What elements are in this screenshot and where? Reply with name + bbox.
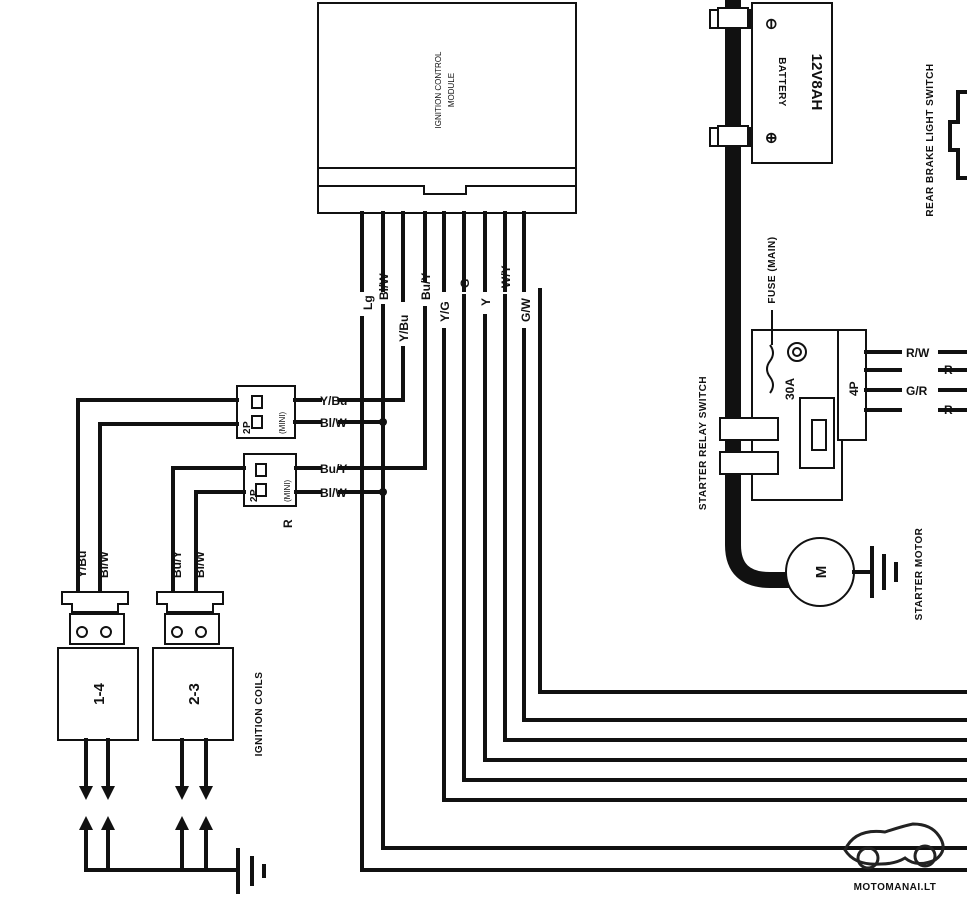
connector-a-wire: Y/Bu (320, 394, 347, 408)
coil2-wire-label: Bu/Y (170, 551, 184, 578)
icm-wire-label: G/W (519, 297, 533, 322)
fuse-label: FUSE (MAIN) (767, 236, 778, 303)
connector-a-pins: 2P (242, 421, 253, 434)
relay-label: STARTER RELAY SWITCH (698, 376, 709, 510)
icm-wire-stubs (360, 211, 526, 302)
connector-a-type: (MINI) (278, 411, 287, 434)
fuse-rating: 30A (783, 378, 797, 400)
battery-pos-terminal: ⊕ (763, 132, 780, 145)
connector-b-wire: Bu/Y (320, 462, 347, 476)
coil1-wire-label: Y/Bu (75, 551, 89, 578)
relay-wire-label: G/R (906, 384, 928, 398)
relay-connector: 4P (847, 381, 861, 396)
relay-wire-label: R (944, 403, 953, 417)
battery-cable (725, 0, 790, 588)
icm-harness-wires (360, 288, 967, 872)
icm-wire-label: G (458, 279, 472, 288)
icm-wire-labels: Lg Bl/W Y/Bu Bu/Y Y/G G Y W/Y G/W (361, 265, 533, 342)
connector-a-wire: Bl/W (320, 416, 347, 430)
battery-neg-terminal: ⊖ (763, 18, 780, 31)
icm-wire-label: Y (479, 298, 493, 306)
icm-wire-label: Bl/W (377, 273, 391, 300)
connector-b-pins: 2P (249, 489, 260, 502)
connector-b-tag: R (281, 519, 295, 528)
battery-rating: 12V8AH (808, 54, 825, 111)
coil2-wire-label: Bl/W (193, 551, 207, 578)
connector-b-type: (MINI) (283, 479, 292, 502)
starter-relay-switch: 30A 4P R/W R G/R R STARTER RELAY SWITCH (698, 329, 967, 510)
watermark-logo: MOTOMANAI.LT (843, 822, 945, 893)
spark-plug-ground (79, 816, 266, 894)
battery-label: BATTERY (776, 57, 787, 107)
icm-label-line1: IGNITION CONTROL (434, 51, 443, 128)
coil1-name: 1-4 (91, 683, 108, 705)
brake-switch-label: REAR BRAKE LIGHT SWITCH (925, 63, 936, 216)
icm-label-line2: MODULE (447, 73, 456, 107)
connector-b: 2P (MINI) Bu/Y Bl/W R (243, 453, 347, 528)
icm-to-connector-wires (338, 306, 427, 496)
relay-wire-label: R/W (906, 346, 930, 360)
rear-brake-light-switch: REAR BRAKE LIGHT SWITCH (925, 63, 967, 217)
connector-b-wire: Bl/W (320, 486, 347, 500)
starter-motor: M STARTER MOTOR (785, 527, 925, 620)
icm-wire-label: W/Y (499, 265, 513, 288)
motor-symbol: M (813, 566, 830, 579)
ignition-coil-2-3: 2-3 (152, 591, 234, 800)
ignition-coil-1-4: 1-4 (57, 591, 139, 800)
connector-a: 2P (MINI) Y/Bu Bl/W (236, 385, 347, 439)
ignition-coils-label: IGNITION COILS (254, 672, 265, 757)
icm-wire-label: Y/Bu (397, 315, 411, 342)
coil2-name: 2-3 (186, 683, 203, 705)
icm-wire-label: Bu/Y (419, 273, 433, 300)
icm-wire-label: Lg (361, 295, 375, 310)
icm-wire-label: Y/G (438, 301, 452, 322)
motor-label: STARTER MOTOR (914, 527, 925, 620)
relay-wire-label: R (944, 363, 953, 377)
coil1-wire-label: Bl/W (97, 551, 111, 578)
ignition-control-module: IGNITION CONTROL MODULE (317, 2, 577, 214)
watermark-text: MOTOMANAI.LT (854, 882, 937, 893)
coil-feed-wires: Y/Bu Bl/W Bu/Y Bl/W (75, 398, 246, 592)
